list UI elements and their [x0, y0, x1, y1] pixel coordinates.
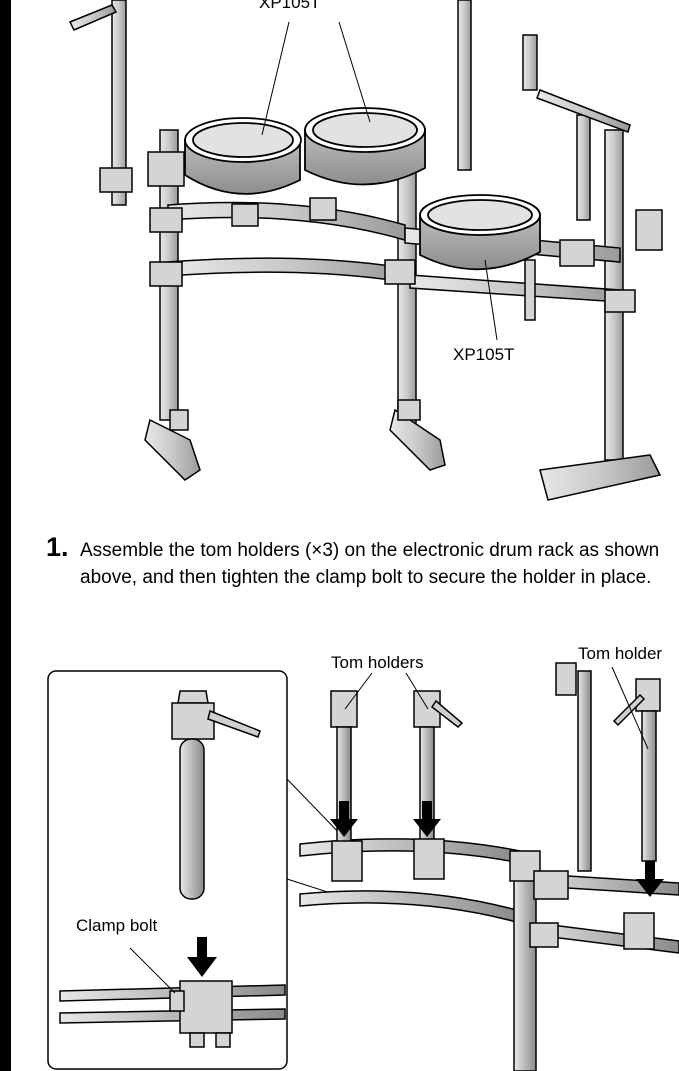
step-number: 1. [46, 532, 69, 562]
callout-xp105t-right: XP105T [453, 345, 515, 364]
callout-clamp-bolt: Clamp bolt [76, 916, 158, 935]
callout-tom-holders: Tom holders [331, 653, 424, 672]
step-instruction: Assemble the tom holders (×3) on the ele… [80, 540, 660, 588]
tom-holder-assembly-illustration [47, 662, 679, 1071]
drum-rack-illustration [68, 0, 663, 501]
callout-tom-holder: Tom holder [578, 644, 663, 663]
page-margin-rule [0, 0, 11, 1071]
callout-xp105t-top: XP105T [259, 0, 321, 12]
